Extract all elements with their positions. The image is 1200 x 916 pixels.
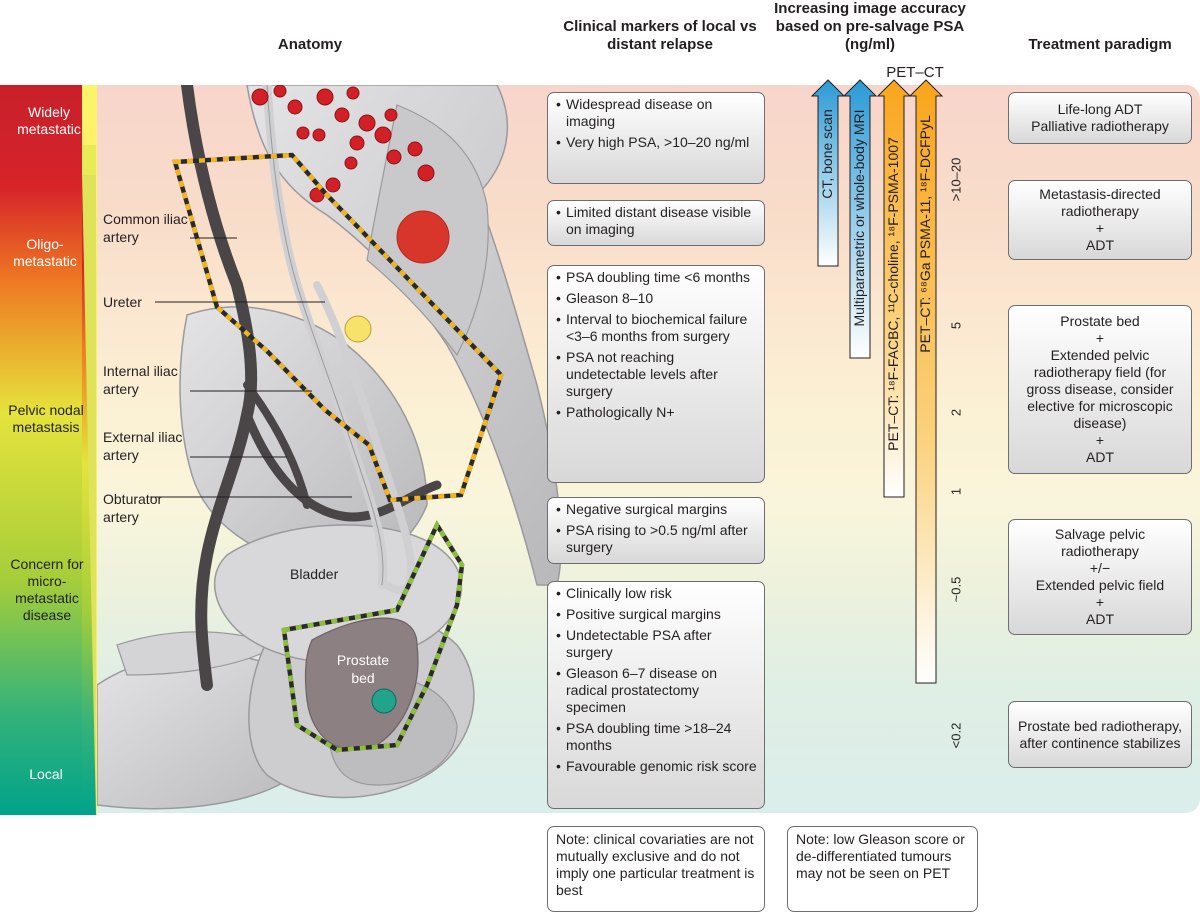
psa-tick: 1 (948, 487, 964, 496)
treatment-micrometastatic: Salvage pelvic radiotherapy +/− Extended… (1008, 519, 1192, 635)
clinical-item: Pathologically N+ (554, 404, 758, 421)
psa-tick: 2 (948, 408, 964, 417)
arrow-pet-facbc (876, 79, 912, 498)
psa-tick: ~0.5 (948, 576, 964, 603)
note-imaging: Note: low Gleason score or de-differenti… (787, 826, 978, 912)
label-prostate-bed: Prostate bed (336, 652, 390, 686)
arrow-label-mri: Multiparametric or whole-body MRI (851, 109, 867, 327)
stage-local: Local (29, 766, 63, 782)
treatment-widely-metastatic: Life-long ADT Palliative radiotherapy (1008, 92, 1192, 144)
label-internal-iliac-artery: Internal iliac artery (103, 363, 178, 397)
clinical-box-local: Clinically low risk Positive surgical ma… (547, 581, 765, 809)
clinical-item: Widespread disease on imaging (554, 96, 758, 130)
label-external-iliac-artery: External iliac artery (103, 429, 183, 463)
clinical-item: Limited distant disease visible on imagi… (554, 204, 758, 238)
clinical-item: Clinically low risk (554, 585, 758, 602)
clinical-item: Favourable genomic risk score (554, 758, 758, 775)
stage-oligometastatic: Oligo- metastatic (13, 236, 77, 269)
label-ureter: Ureter (103, 294, 142, 310)
clinical-item: Gleason 6–7 disease on radical prostatec… (554, 665, 758, 716)
stage-micrometastatic: Concern for micro- metastatic disease (10, 556, 84, 623)
treatment-local: Prostate bed radiotherapy, after contine… (1008, 701, 1192, 768)
header-treatment: Treatment paradigm (1028, 36, 1172, 53)
header-clinical-markers: Clinical markers of local vs distant rel… (563, 18, 757, 53)
clinical-box-pelvic-nodal: PSA doubling time <6 months Gleason 8–10… (547, 265, 765, 483)
anatomy-illustration (97, 85, 562, 810)
label-obturator-artery: Obturator artery (103, 491, 163, 525)
psa-tick: >10–20 (948, 157, 964, 202)
clinical-box-micrometastatic: Negative surgical margins PSA rising to … (547, 497, 765, 564)
label-common-iliac-artery: Common iliac artery (103, 211, 188, 245)
pet-ct-label: PET–CT (886, 64, 944, 81)
imaging-arrows (810, 79, 944, 684)
header-image-accuracy: Increasing image accuracy based on pre-s… (774, 0, 966, 53)
arrow-mri (842, 79, 878, 359)
stage-pelvic-nodal: Pelvic nodal metastasis (8, 402, 84, 435)
arrow-label-ct-bone-scan: CT, bone scan (819, 109, 835, 199)
treatment-oligometastatic: Metastasis-directed radiotherapy + ADT (1008, 180, 1192, 260)
arrow-pet-psma (908, 79, 944, 684)
psa-tick: 5 (948, 321, 964, 330)
arrow-ct-bone-scan (810, 79, 846, 267)
label-bladder: Bladder (290, 566, 339, 582)
clinical-item: Negative surgical margins (554, 501, 758, 518)
header-anatomy: Anatomy (277, 36, 343, 53)
clinical-item: PSA not reaching undetectable levels aft… (554, 349, 758, 400)
stage-gradient-bar (0, 85, 97, 815)
clinical-item: Undetectable PSA after surgery (554, 627, 758, 661)
treatment-pelvic-nodal: Prostate bed + Extended pelvic radiother… (1008, 305, 1192, 474)
clinical-item: Positive surgical margins (554, 606, 758, 623)
stage-widely-metastatic: Widely metastatic (17, 104, 81, 137)
clinical-item: PSA doubling time <6 months (554, 269, 758, 286)
clinical-item: PSA doubling time >18–24 months (554, 720, 758, 754)
psa-tick: <0.2 (948, 722, 964, 749)
clinical-box-widely-metastatic: Widespread disease on imaging Very high … (547, 92, 765, 184)
clinical-item: Very high PSA, >10–20 ng/ml (554, 134, 758, 151)
clinical-item: Interval to biochemical failure <3–6 mon… (554, 311, 758, 345)
clinical-item: PSA rising to >0.5 ng/ml after surgery (554, 522, 758, 556)
clinical-item: Gleason 8–10 (554, 290, 758, 307)
note-clinical: Note: clinical covariaties are not mutua… (547, 826, 765, 912)
arrow-label-pet-facbc: PET–CT: ¹⁸F-FACBC, ¹¹C-choline, ¹⁸F-PSMA… (885, 137, 901, 451)
arrow-label-pet-psma: PET–CT: ⁶⁸Ga PSMA-11, ¹⁸F-DCFPyL (917, 115, 933, 353)
clinical-box-oligometastatic: Limited distant disease visible on imagi… (547, 200, 765, 246)
